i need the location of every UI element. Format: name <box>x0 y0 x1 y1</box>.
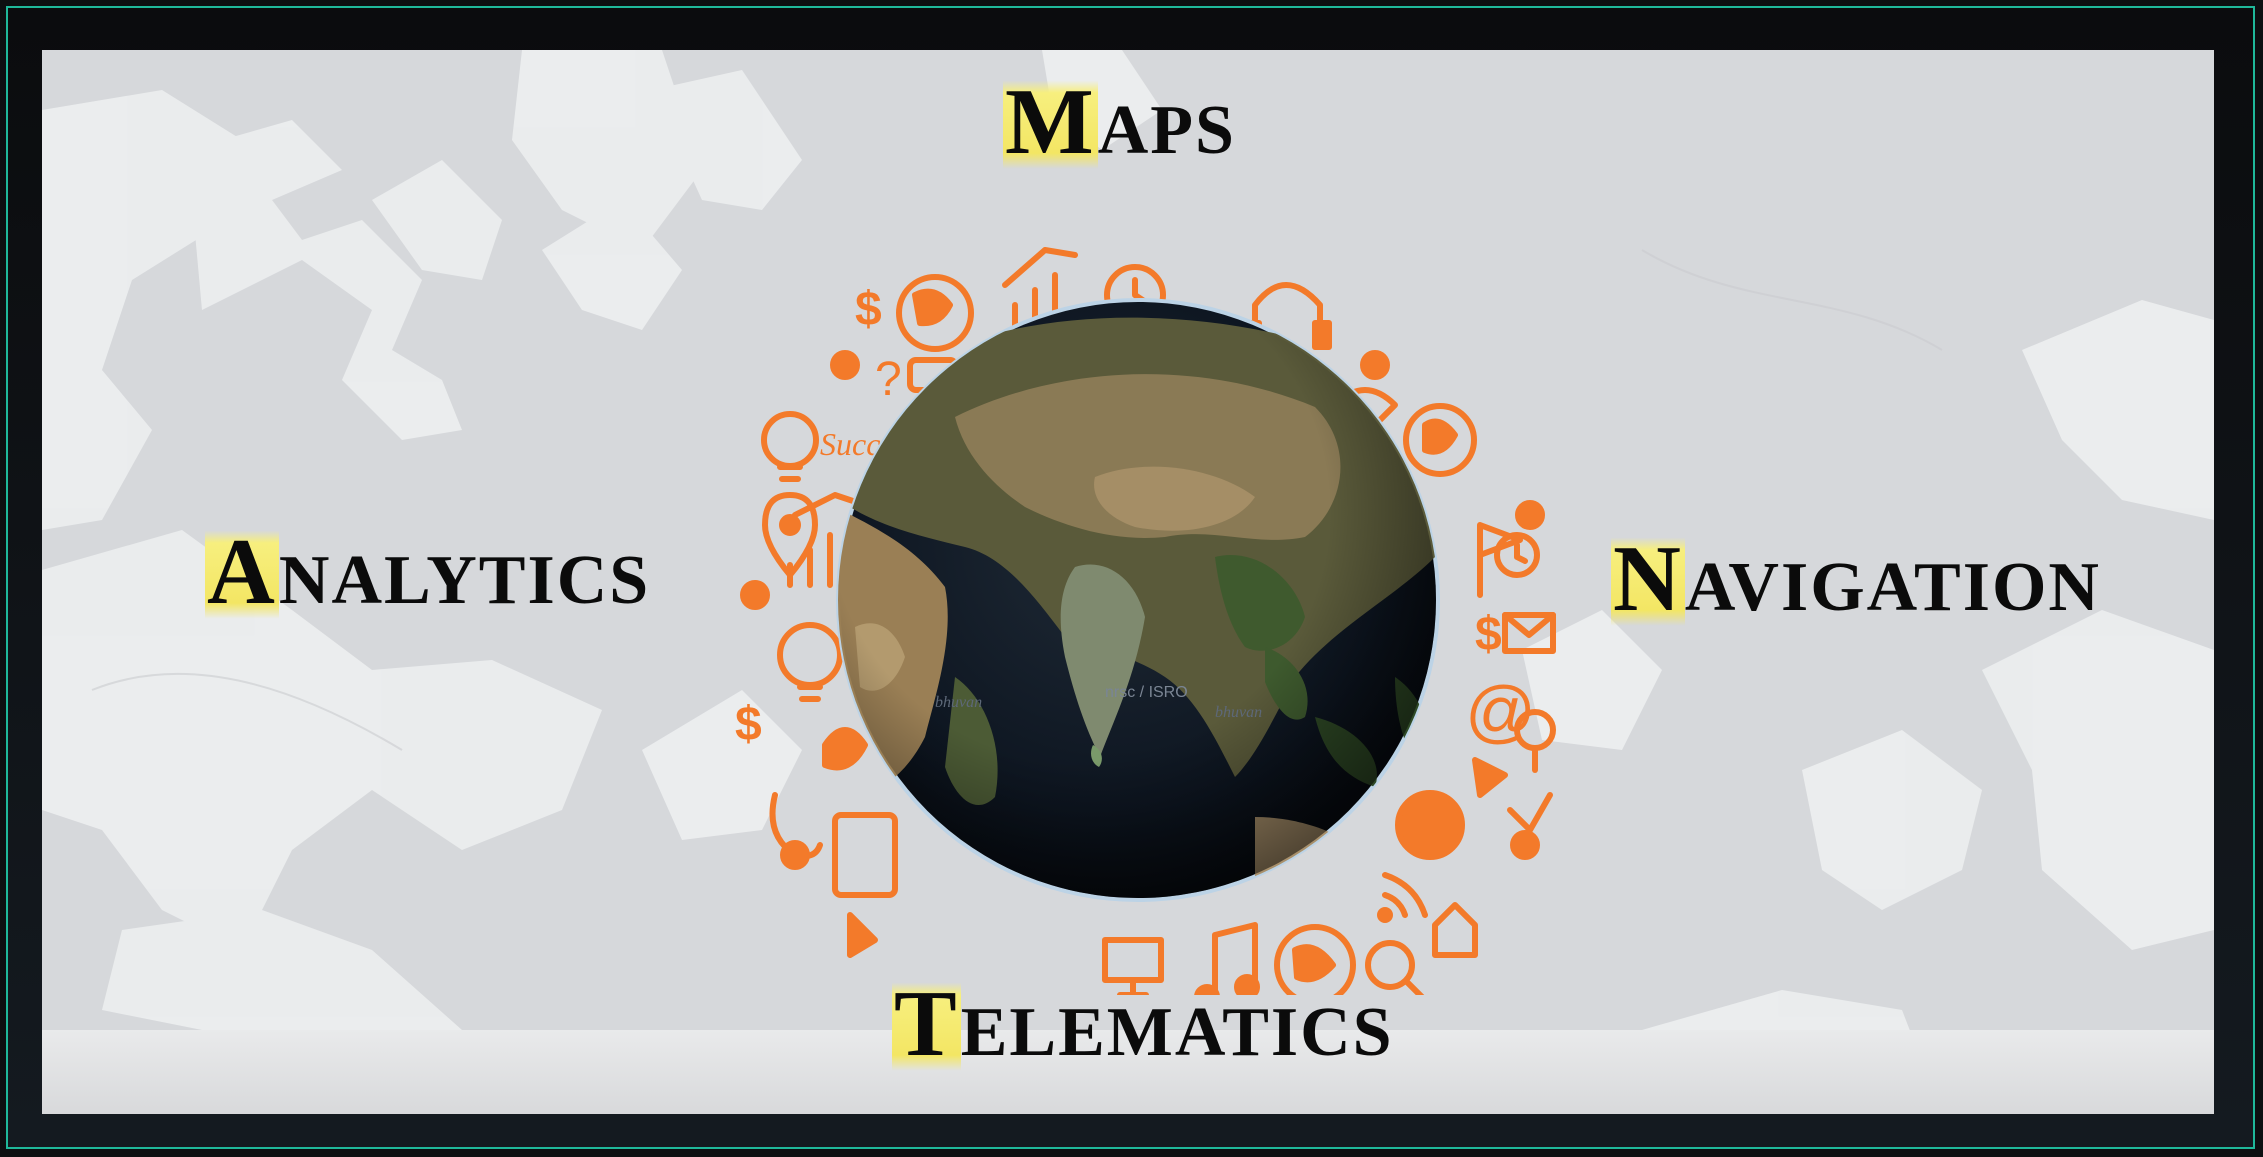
world-map-background <box>42 50 2214 1114</box>
earth-globe-image: nrsc / ISRO bhuvan bhuvan <box>836 298 1440 902</box>
telematics-label: TELEMATICS <box>892 970 1394 1078</box>
location-pin-icon <box>762 492 818 578</box>
svg-text:?: ? <box>875 353 902 406</box>
tablet-icon <box>832 812 898 898</box>
maps-label: MAPS <box>1003 68 1236 176</box>
globe-watermark-left: bhuvan <box>935 694 982 711</box>
maps-initial: M <box>1003 70 1098 174</box>
telematics-rest: ELEMATICS <box>960 994 1394 1071</box>
magnifier-icon <box>1365 940 1415 990</box>
globe-watermark-center: nrsc / ISRO <box>1105 684 1188 701</box>
globe-icon <box>896 274 974 352</box>
svg-text:$: $ <box>1475 608 1502 661</box>
at-sign-icon: @ <box>1465 672 1536 750</box>
flag-icon <box>1477 522 1523 598</box>
navigation-rest: AVIGATION <box>1684 549 2101 626</box>
analytics-label: ANALYTICS <box>205 518 650 626</box>
telematics-initial: T <box>892 972 961 1076</box>
navigation-initial: N <box>1611 527 1685 631</box>
mail-icon <box>1502 612 1556 654</box>
svg-text:$: $ <box>735 698 762 751</box>
bottom-band <box>42 1030 2214 1114</box>
slide-panel: $ $ ? Succ $ <box>42 50 2214 1114</box>
headphones-icon <box>1252 282 1323 338</box>
checkmark-icon <box>1507 792 1553 833</box>
cursor-icon <box>1472 757 1508 798</box>
bar-chart-icon <box>787 532 833 588</box>
maps-rest: APS <box>1097 92 1236 169</box>
growth-chart-icon <box>1002 247 1078 338</box>
home-icon <box>1432 902 1478 958</box>
navigation-label: NAVIGATION <box>1611 525 2101 633</box>
lightbulb-icon <box>761 411 819 469</box>
analytics-initial: A <box>205 520 279 624</box>
analytics-rest: NALYTICS <box>278 542 651 619</box>
dollar-icon: $ <box>855 283 882 336</box>
rss-icon <box>1382 872 1428 918</box>
speech-bubble-icon <box>1395 790 1465 860</box>
globe-watermark-right: bhuvan <box>1215 704 1262 721</box>
music-icon <box>1212 922 1258 995</box>
icon-ring: $ $ ? Succ $ <box>735 247 1556 995</box>
svg-text:Succ: Succ <box>820 426 880 462</box>
